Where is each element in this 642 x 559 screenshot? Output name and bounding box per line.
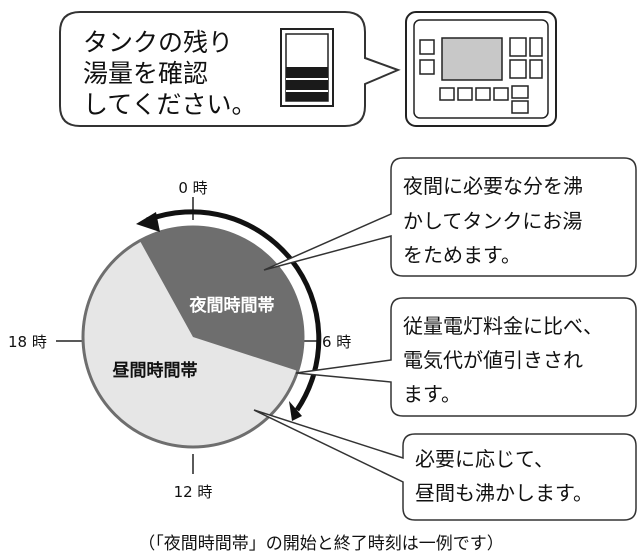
day-heating-callout: 必要に応じて、 昼間も沸かします。 xyxy=(253,409,637,521)
clock-label-18: 18 時 xyxy=(8,333,47,351)
discount-callout: 従量電灯料金に比べ、 電気代が値引きされ ます。 xyxy=(295,297,637,417)
footnote: （「夜間時間帯」の開始と終了時刻は一例です） xyxy=(138,534,504,554)
night-period-label: 夜間時間帯 xyxy=(189,295,275,316)
clock-label-6: 6 時 xyxy=(322,333,351,351)
day-night-clock: 0 時 6 時 12 時 18 時 夜間時間帯 昼間時間帯 xyxy=(8,179,351,501)
clock-label-12: 12 時 xyxy=(174,483,213,501)
discount-line-2: 電気代が値引きされ xyxy=(403,348,583,372)
night-period-sector xyxy=(140,227,304,371)
day-heating-line-1: 必要に応じて、 xyxy=(415,447,554,471)
clock-label-0: 0 時 xyxy=(178,179,207,197)
day-heating-line-2: 昼間も沸かします。 xyxy=(415,481,593,505)
tank-check-callout: タンクの残り 湯量を確認 してください。 xyxy=(59,11,401,127)
day-period-label: 昼間時間帯 xyxy=(113,360,198,381)
discount-line-1: 従量電灯料金に比べ、 xyxy=(403,314,603,338)
discount-line-3: ます。 xyxy=(403,382,461,406)
night-heating-line-3: をためます。 xyxy=(403,243,521,267)
tank-check-line-3: してください。 xyxy=(83,90,257,119)
tank-level-icon xyxy=(280,28,334,107)
tank-check-line-1: タンクの残り xyxy=(83,28,233,57)
tank-check-line-2: 湯量を確認 xyxy=(83,59,208,88)
night-heating-line-1: 夜間に必要な分を沸 xyxy=(403,174,583,198)
remote-controller-icon xyxy=(405,11,557,127)
night-heating-callout: 夜間に必要な分を沸 かしてタンクにお湯 をためます。 xyxy=(263,157,637,277)
night-heating-line-2: かしてタンクにお湯 xyxy=(403,209,582,233)
